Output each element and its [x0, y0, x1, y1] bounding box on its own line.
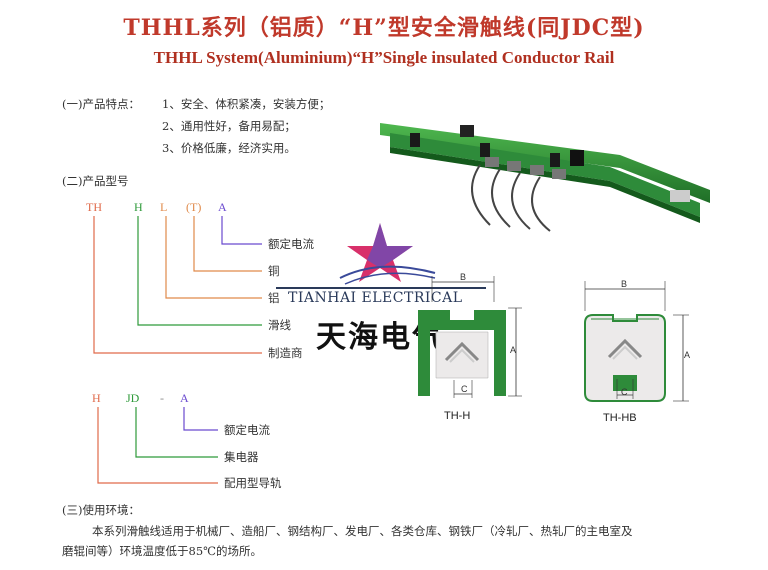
- th-h-dim-c: C: [461, 384, 468, 394]
- th-h-caption: TH-H: [444, 410, 471, 422]
- label-matching-rail: 配用型导轨: [224, 476, 282, 490]
- page-title: THHL系列（铝质）“H”型安全滑触线(同JDC型): [123, 15, 645, 41]
- code-aluminium: L: [160, 200, 168, 214]
- th-hb-section-diagram: [584, 281, 689, 402]
- th-hb-dim-b: B: [621, 279, 628, 289]
- watermark-rule: [276, 287, 486, 289]
- code-separator: -: [160, 391, 164, 405]
- environment-text-line2: 磨辊间等）环境温度低于85℃的场所。: [62, 544, 262, 558]
- page-subtitle: THHL System(Aluminium)“H”Single insulate…: [153, 48, 615, 67]
- code-collector-current: A: [180, 391, 189, 405]
- code-current: A: [218, 200, 227, 214]
- label-rail: 滑线: [268, 318, 291, 332]
- code-rail: H: [134, 200, 143, 214]
- th-h-dim-b: B: [460, 272, 467, 282]
- label-collector-current: 额定电流: [224, 423, 270, 437]
- label-manufacturer: 制造商: [268, 346, 303, 360]
- th-hb-dim-a: A: [684, 350, 691, 360]
- th-hb-dim-c: C: [621, 387, 628, 397]
- th-h-dim-a: A: [510, 345, 517, 355]
- features-heading: (一)产品特点：: [62, 97, 140, 111]
- environment-text-line1: 本系列滑触线适用于机械厂、造船厂、钢结构厂、发电厂、各类仓库、钢铁厂（冷轧厂、热…: [92, 524, 633, 538]
- label-aluminium: 铝: [268, 291, 280, 305]
- code-collector-rail: H: [92, 391, 101, 405]
- feature-item: 3、价格低廉，经济实用。: [162, 141, 296, 155]
- star-logo: [339, 223, 436, 285]
- code-copper: (T): [186, 200, 202, 214]
- watermark-english: TIANHAI ELECTRICAL: [288, 290, 463, 306]
- label-rated-current: 额定电流: [268, 237, 314, 251]
- feature-item: 1、安全、体积紧凑，安装方便；: [162, 97, 331, 111]
- product-photo: [380, 123, 710, 232]
- code-manufacturer: TH: [86, 200, 102, 214]
- label-collector: 集电器: [224, 450, 259, 464]
- model-heading: (二)产品型号: [62, 174, 129, 188]
- code-collector: JD: [126, 391, 140, 405]
- feature-item: 2、通用性好，备用易配；: [162, 119, 296, 133]
- th-hb-caption: TH-HB: [603, 412, 637, 424]
- environment-heading: (三)使用环境：: [62, 503, 140, 517]
- th-h-section-diagram: [418, 276, 522, 398]
- label-copper: 铜: [268, 264, 280, 278]
